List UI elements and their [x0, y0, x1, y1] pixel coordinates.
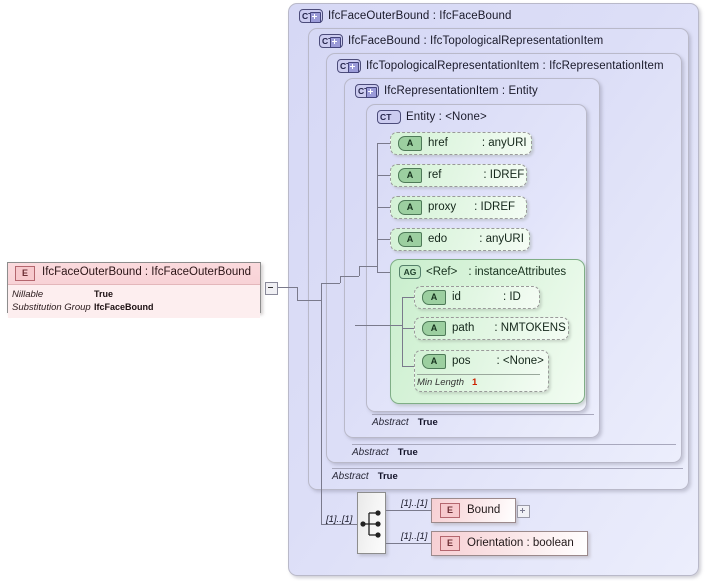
abstract-divider-ifcrepresentationitem — [372, 414, 594, 415]
connector-content-to-sequence — [321, 524, 363, 525]
connector-sequence-to-bound — [386, 510, 431, 511]
attribute-group-title: AG<Ref>: instanceAttributes — [399, 265, 566, 279]
connector-branch-level4 — [359, 266, 377, 267]
connector-attributes-spine — [377, 143, 378, 273]
connector-attr-ref — [377, 175, 390, 176]
abstract-divider-ifcfacebound — [332, 468, 683, 469]
attribute-icon: A — [398, 168, 422, 183]
connector-ag-stub — [355, 325, 402, 326]
connector-ag-spine — [402, 297, 403, 366]
complextype-icon: CT — [377, 110, 401, 124]
complextype-expandable-icon[interactable]: CT — [319, 34, 343, 48]
connector-branch-level3 — [340, 276, 359, 277]
element-icon: E — [440, 503, 460, 518]
connector-branch-level2 — [321, 283, 340, 284]
connector-trunk-level4 — [359, 266, 360, 276]
sequence-compositor[interactable] — [357, 492, 386, 554]
abstract-divider-ifctopologicalrepresentationitem — [352, 444, 676, 445]
facet-divider-minlength — [417, 374, 540, 375]
plus-expander-icon[interactable] — [517, 505, 530, 518]
cardinality-sequence: [1]..[1] — [326, 514, 353, 525]
connector-trunk-level1 — [297, 287, 298, 300]
attribute-icon: A — [422, 290, 446, 305]
connector-content-drop — [321, 300, 322, 524]
connector-ag-id — [402, 297, 414, 298]
cardinality-bound: [1]..[1] — [401, 498, 428, 509]
connector-branch-level1 — [297, 300, 321, 301]
connector-attr-proxy — [377, 207, 390, 208]
attribute-icon: A — [398, 136, 422, 151]
attribute-icon: A — [422, 321, 446, 336]
connector-trunk-level3 — [340, 276, 341, 283]
connector-ag-path — [402, 328, 414, 329]
connector-source-stub — [270, 287, 298, 288]
cardinality-orientation: [1]..[1] — [401, 531, 428, 542]
sequence-compositor-icon — [360, 510, 381, 538]
attribute-icon: A — [398, 200, 422, 215]
attributegroup-icon: AG — [399, 265, 421, 279]
attribute-icon: A — [398, 232, 422, 247]
connector-attr-href — [377, 143, 390, 144]
connector-attr-group — [377, 272, 390, 273]
complextype-expandable-icon[interactable]: CT — [337, 59, 361, 73]
element-icon: E — [440, 536, 460, 551]
connector-trunk-level2 — [321, 283, 322, 300]
connector-ag-pos — [402, 366, 414, 367]
complextype-expandable-icon[interactable]: CT — [355, 84, 379, 98]
attribute-icon: A — [422, 354, 446, 369]
connector-attr-edo — [377, 239, 390, 240]
complextype-expandable-icon[interactable]: CT — [299, 9, 323, 23]
connector-sequence-to-orientation — [386, 543, 431, 544]
collapse-toggle[interactable] — [265, 282, 278, 295]
element-icon: E — [15, 265, 35, 281]
